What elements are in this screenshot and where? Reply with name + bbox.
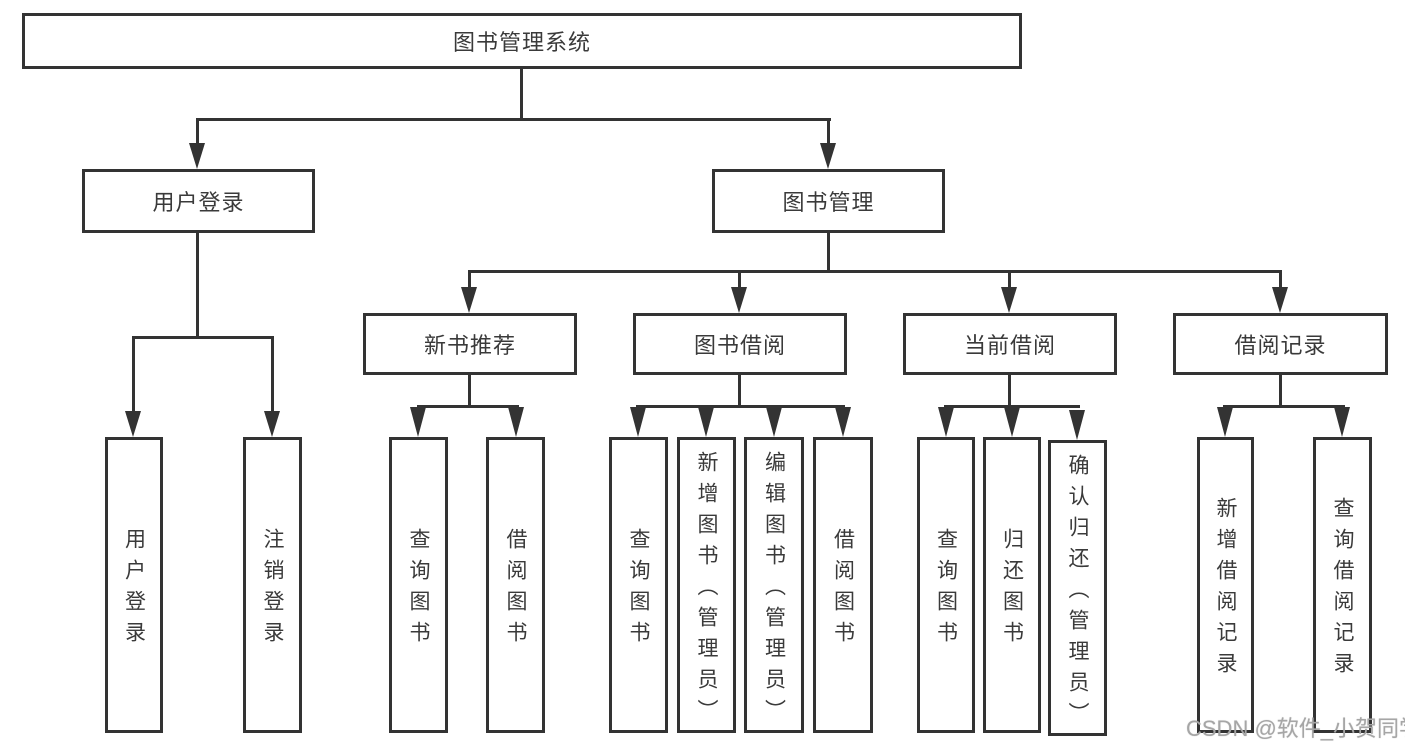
node-current-borrow-label: 当前借阅 bbox=[963, 333, 1056, 358]
connector-root-stem bbox=[520, 69, 523, 121]
arrow-down-icon bbox=[1217, 407, 1233, 437]
arrow-down-icon bbox=[508, 407, 524, 437]
node-user-login-label: 用户登录 bbox=[152, 190, 245, 215]
arrow-down-icon bbox=[410, 407, 426, 437]
leaf-query-borrow-record-label: 查询借阅记录 bbox=[1331, 497, 1354, 683]
node-book-borrow: 图书借阅 bbox=[633, 313, 847, 375]
arrow-down-icon bbox=[938, 407, 954, 437]
leaf-edit-book-admin-label: 编辑图书（管理员） bbox=[762, 450, 786, 730]
leaf-add-book-admin: 新增图书（管理员） bbox=[677, 437, 736, 733]
arrow-down-icon bbox=[125, 411, 141, 437]
leaf-return-book: 归还图书 bbox=[983, 437, 1041, 733]
arrow-down-icon bbox=[1001, 287, 1017, 313]
arrow-down-icon bbox=[835, 407, 851, 437]
connector-l3-shaft bbox=[468, 270, 471, 289]
arrow-down-icon bbox=[461, 287, 477, 313]
leaf-query-book-2-label: 查询图书 bbox=[627, 528, 650, 652]
connector-book-shaft bbox=[827, 118, 830, 146]
leaf-add-borrow-record-label: 新增借阅记录 bbox=[1214, 497, 1237, 683]
node-new-book-recommend: 新书推荐 bbox=[363, 313, 577, 375]
connector-record-stem bbox=[1279, 375, 1282, 407]
leaf-user-login-label: 用户登录 bbox=[122, 528, 146, 652]
leaf-query-book-2: 查询图书 bbox=[609, 437, 668, 733]
leaf-return-book-label: 归还图书 bbox=[1000, 528, 1024, 652]
connector-newbook-stem bbox=[468, 375, 471, 407]
connector-current-stem bbox=[1008, 375, 1011, 407]
node-book-management: 图书管理 bbox=[712, 169, 945, 233]
connector-l3-shaft bbox=[1279, 270, 1282, 289]
node-book-management-label: 图书管理 bbox=[782, 190, 875, 215]
leaf-confirm-return-admin-label: 确认归还（管理员） bbox=[1066, 453, 1089, 733]
node-current-borrow: 当前借阅 bbox=[903, 313, 1117, 375]
connector-current-bar bbox=[944, 405, 1080, 408]
leaf-query-book-1: 查询图书 bbox=[389, 437, 448, 733]
connector-l3-shaft bbox=[738, 270, 741, 289]
node-root: 图书管理系统 bbox=[22, 13, 1022, 69]
leaf-query-borrow-record: 查询借阅记录 bbox=[1313, 437, 1372, 733]
leaf-borrow-book-2-label: 借阅图书 bbox=[831, 528, 855, 652]
connector-user-leaf2-shaft bbox=[271, 336, 274, 413]
leaf-borrow-book-1: 借阅图书 bbox=[486, 437, 545, 733]
arrow-down-icon bbox=[820, 143, 836, 169]
node-new-book-recommend-label: 新书推荐 bbox=[423, 333, 516, 358]
leaf-add-book-admin-label: 新增图书（管理员） bbox=[695, 450, 718, 730]
leaf-edit-book-admin: 编辑图书（管理员） bbox=[744, 437, 804, 733]
arrow-down-icon bbox=[1069, 410, 1085, 440]
csdn-watermark: CSDN @软件_小贺同学 bbox=[1186, 716, 1405, 741]
leaf-user-login: 用户登录 bbox=[105, 437, 163, 733]
leaf-logout: 注销登录 bbox=[243, 437, 302, 733]
arrow-down-icon bbox=[698, 407, 714, 437]
node-borrow-records-label: 借阅记录 bbox=[1234, 333, 1327, 358]
connector-book-stem bbox=[827, 233, 830, 273]
connector-root-bar bbox=[196, 118, 831, 121]
arrow-down-icon bbox=[1334, 407, 1350, 437]
node-root-label: 图书管理系统 bbox=[452, 30, 591, 55]
leaf-query-book-3: 查询图书 bbox=[917, 437, 975, 733]
connector-record-bar bbox=[1223, 405, 1345, 408]
connector-user-leaf1-shaft bbox=[132, 336, 135, 413]
arrow-down-icon bbox=[766, 407, 782, 437]
node-book-borrow-label: 图书借阅 bbox=[693, 333, 786, 358]
arrow-down-icon bbox=[264, 411, 280, 437]
connector-borrow-bar bbox=[636, 405, 845, 408]
leaf-query-book-1-label: 查询图书 bbox=[407, 528, 430, 652]
connector-borrow-stem bbox=[738, 375, 741, 407]
node-borrow-records: 借阅记录 bbox=[1173, 313, 1388, 375]
arrow-down-icon bbox=[189, 143, 205, 169]
connector-newbook-bar bbox=[417, 405, 519, 408]
connector-user-stem bbox=[196, 233, 199, 339]
arrow-down-icon bbox=[731, 287, 747, 313]
connector-book-bar bbox=[468, 270, 1282, 273]
arrow-down-icon bbox=[1272, 287, 1288, 313]
leaf-query-book-3-label: 查询图书 bbox=[934, 528, 958, 652]
leaf-borrow-book-1-label: 借阅图书 bbox=[504, 528, 527, 652]
leaf-logout-label: 注销登录 bbox=[261, 528, 284, 652]
leaf-confirm-return-admin: 确认归还（管理员） bbox=[1048, 440, 1107, 736]
connector-l3-shaft bbox=[1008, 270, 1011, 289]
leaf-add-borrow-record: 新增借阅记录 bbox=[1197, 437, 1254, 733]
node-user-login: 用户登录 bbox=[82, 169, 315, 233]
connector-user-bar bbox=[132, 336, 274, 339]
leaf-borrow-book-2: 借阅图书 bbox=[813, 437, 873, 733]
connector-user-shaft bbox=[196, 118, 199, 146]
arrow-down-icon bbox=[630, 407, 646, 437]
arrow-down-icon bbox=[1004, 407, 1020, 437]
